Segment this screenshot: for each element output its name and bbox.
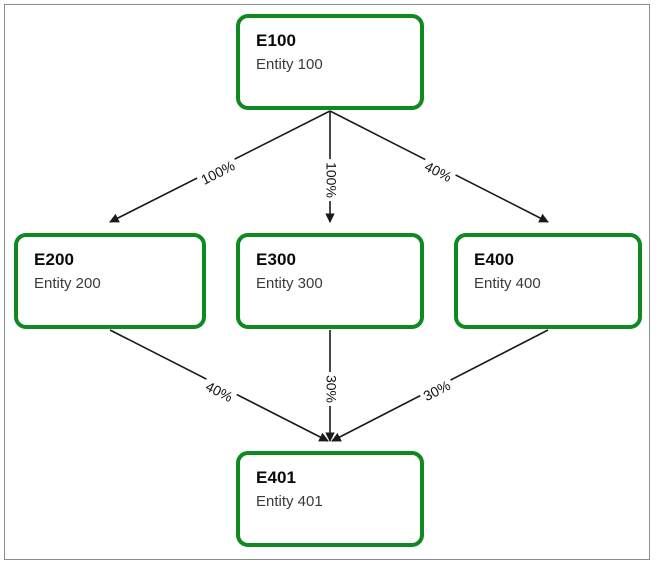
node-title: E300 — [256, 250, 297, 269]
node-subtitle: Entity 200 — [34, 275, 101, 292]
node-e200[interactable]: E200 Entity 200 — [14, 233, 206, 329]
node-subtitle: Entity 400 — [474, 275, 541, 292]
node-title: E401 — [256, 468, 297, 487]
edge-label-e100-e300: 100% — [322, 159, 340, 201]
node-e400[interactable]: E400 Entity 400 — [454, 233, 642, 329]
node-e300[interactable]: E300 Entity 300 — [236, 233, 424, 329]
node-subtitle: Entity 401 — [256, 493, 323, 510]
node-title: E100 — [256, 31, 297, 50]
node-title: E200 — [34, 250, 75, 269]
node-subtitle: Entity 300 — [256, 275, 323, 292]
node-e100[interactable]: E100 Entity 100 — [236, 14, 424, 110]
node-e401[interactable]: E401 Entity 401 — [236, 451, 424, 547]
node-subtitle: Entity 100 — [256, 56, 323, 73]
node-title: E400 — [474, 250, 515, 269]
edge-label-e300-e401: 30% — [322, 371, 340, 407]
